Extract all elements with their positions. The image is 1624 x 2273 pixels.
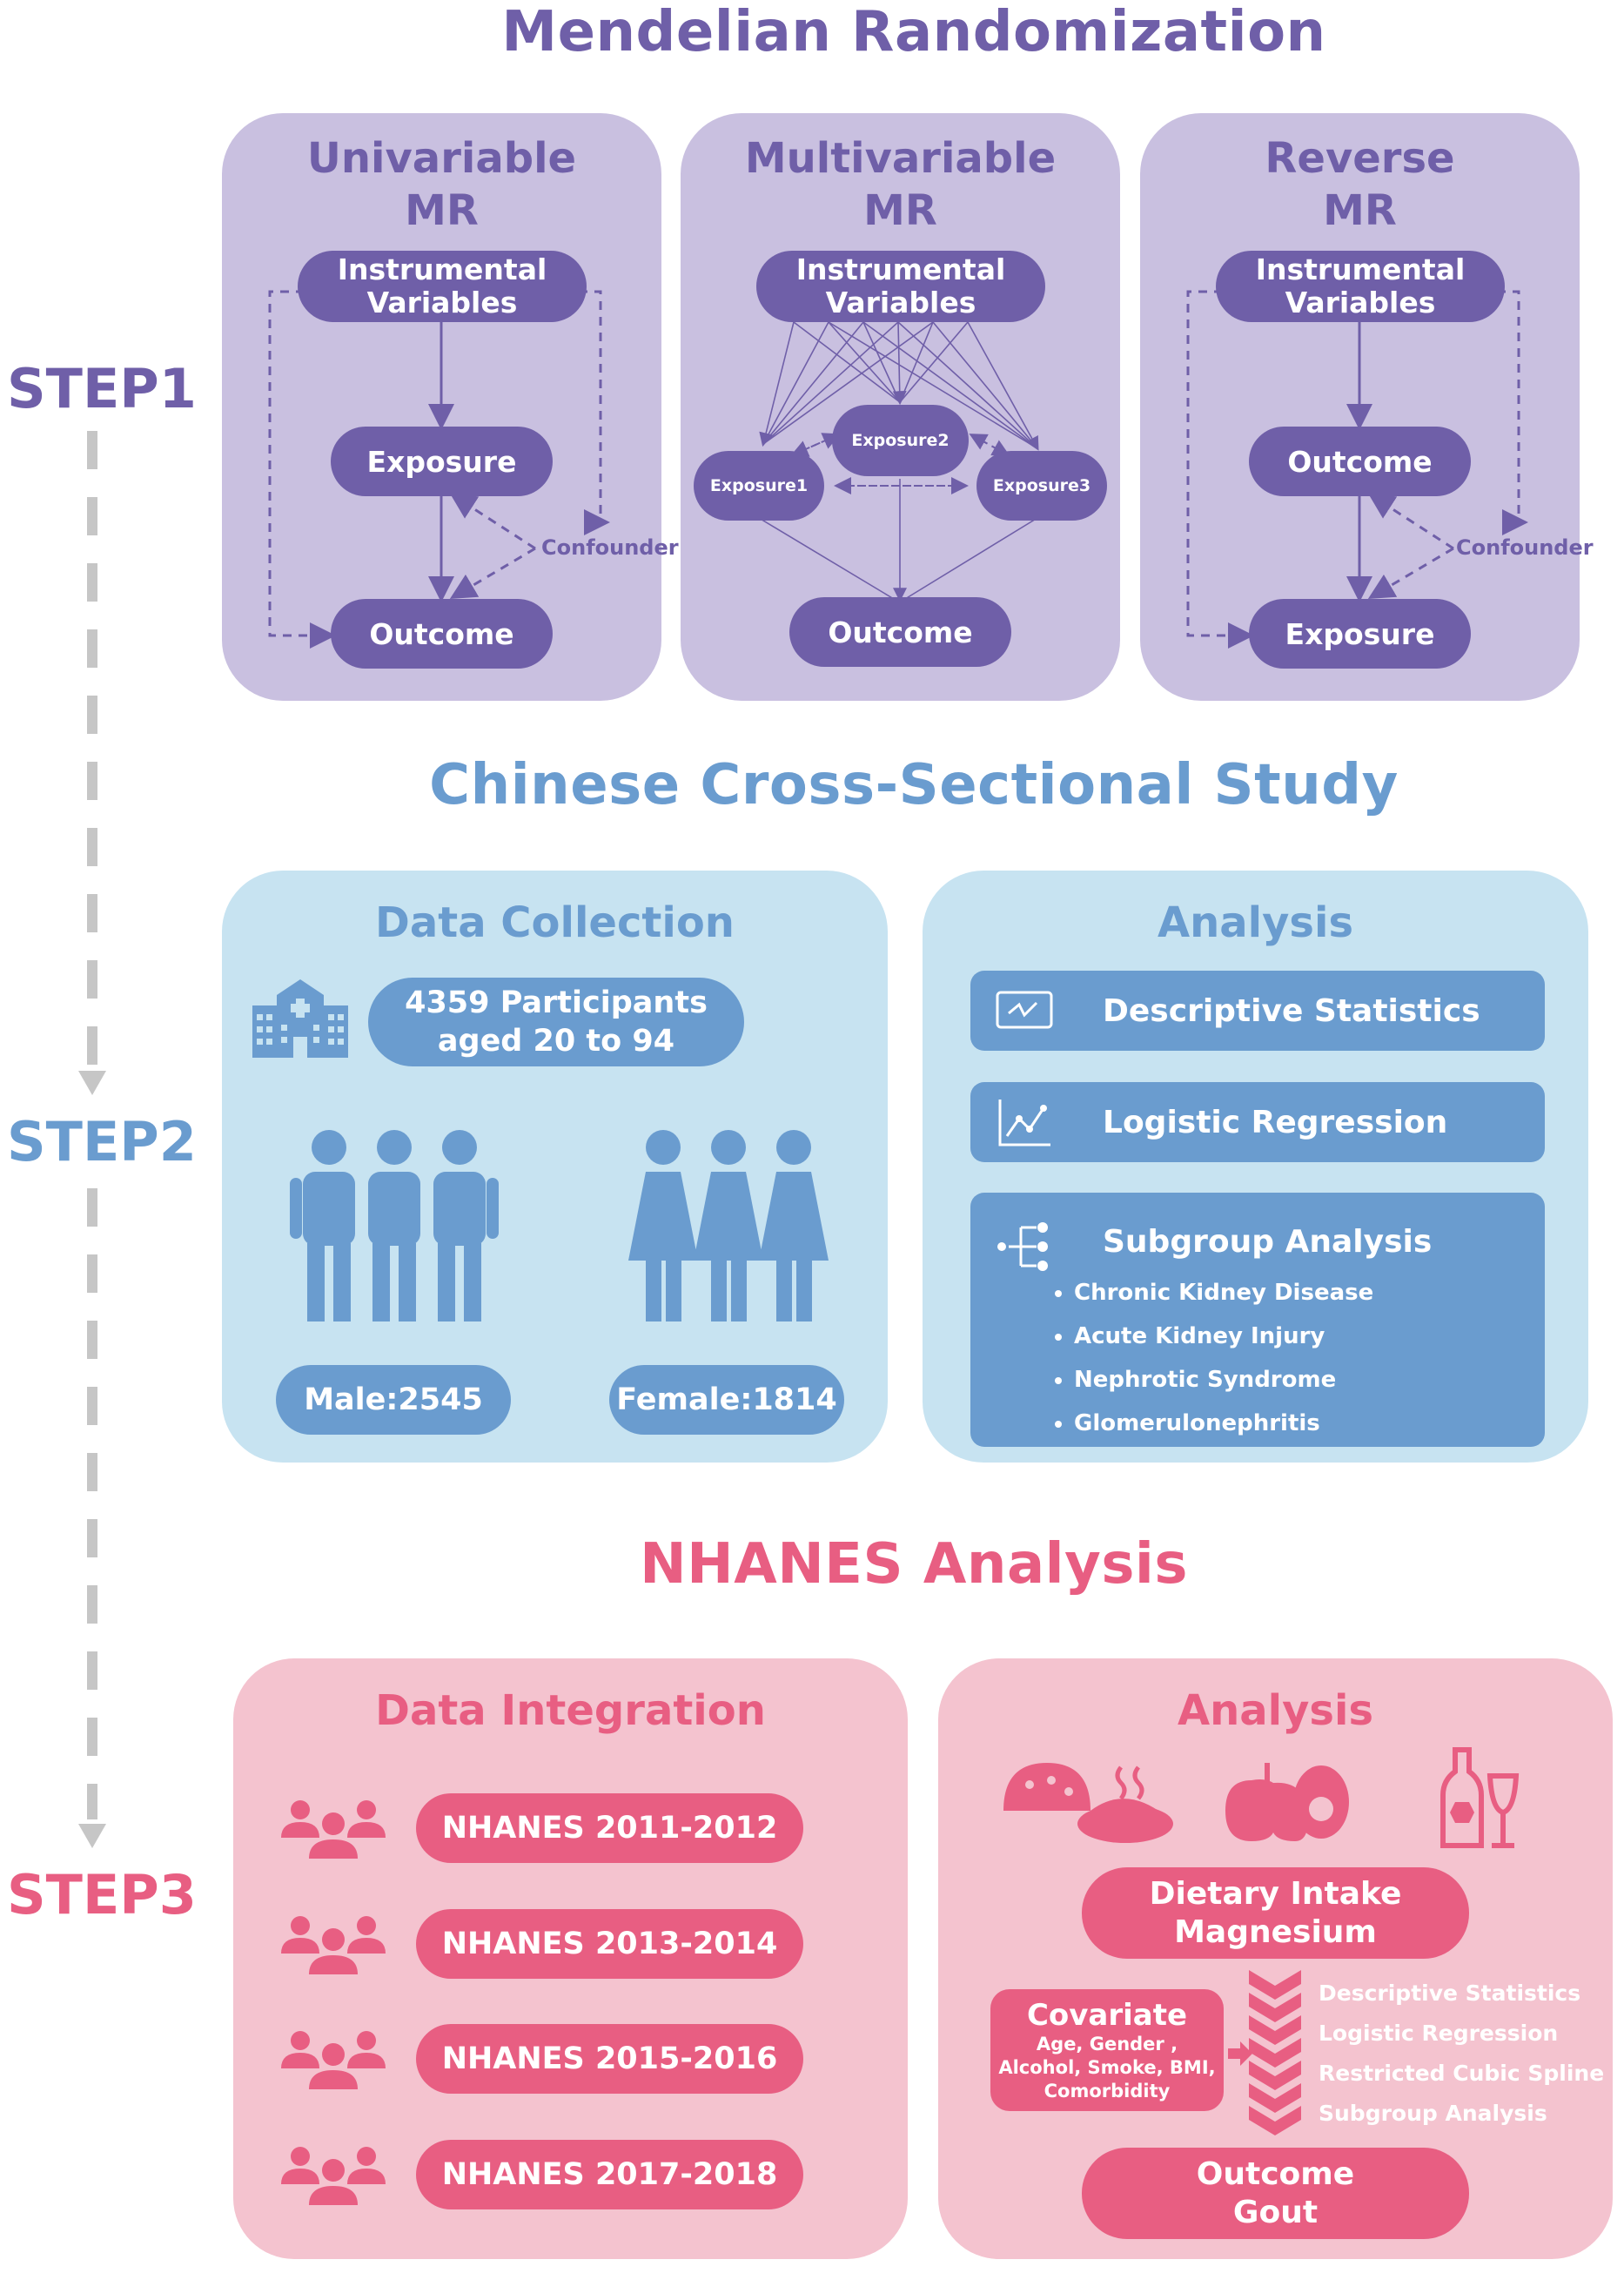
chinese-analysis-title: Analysis bbox=[1157, 898, 1354, 947]
nhanes-section-title: NHANES Analysis bbox=[640, 1532, 1188, 1597]
nhanes-analysis-title: Analysis bbox=[1177, 1686, 1374, 1735]
subgroup-item: Nephrotic Syndrome bbox=[1074, 1367, 1373, 1393]
univariable-mr-panel: Univariable MR Instrumental Variables Ex… bbox=[222, 113, 679, 701]
cycle-row: NHANES 2013-2014 bbox=[281, 1909, 873, 1979]
male-count-badge: Male:2545 bbox=[276, 1365, 511, 1435]
covariate-box: Covariate Age, Gender , Alcohol, Smoke, … bbox=[990, 1989, 1224, 2111]
univariable-confounder-label: Confounder bbox=[541, 535, 679, 560]
step1-label: STEP1 bbox=[7, 357, 197, 420]
nhanes-analysis-panel: Analysis Dietary Intake Magnesium Covari… bbox=[938, 1658, 1613, 2259]
univariable-mr-title: Univariable MR bbox=[306, 134, 577, 235]
hierarchy-icon bbox=[997, 1222, 1048, 1271]
data-integration-panel: Data Integration NHANES 2011-2012 NHANES… bbox=[233, 1658, 908, 2259]
hospital-icon bbox=[252, 979, 348, 1058]
descriptive-statistics-item: Descriptive Statistics bbox=[970, 971, 1545, 1051]
subgroup-item: Acute Kidney Injury bbox=[1074, 1323, 1373, 1349]
step3-label: STEP3 bbox=[7, 1863, 197, 1927]
reverse-outcome-node: Outcome bbox=[1249, 427, 1471, 496]
food-icon bbox=[1003, 1763, 1173, 1843]
method-item: Restricted Cubic Spline bbox=[1319, 2061, 1605, 2086]
reverse-instrumental-node: Instrumental Variables bbox=[1216, 251, 1505, 322]
univariable-instrumental-node: Instrumental Variables bbox=[298, 251, 587, 322]
covariate-list: Age, Gender , Alcohol, Smoke, BMI, Comor… bbox=[998, 2034, 1216, 2102]
multivariable-exposure3-node: Exposure3 bbox=[976, 451, 1107, 521]
descriptive-statistics-label: Descriptive Statistics bbox=[1103, 992, 1480, 1029]
covariate-title: Covariate bbox=[1026, 1998, 1188, 2033]
male-group-icon bbox=[290, 1130, 499, 1321]
mr-section-title: Mendelian Randomization bbox=[501, 0, 1326, 64]
univariable-outcome-node: Outcome bbox=[331, 599, 553, 669]
line-chart-icon bbox=[998, 1100, 1050, 1147]
data-integration-title: Data Integration bbox=[375, 1686, 766, 1735]
female-group-icon bbox=[628, 1130, 829, 1321]
female-count-badge: Female:1814 bbox=[609, 1365, 844, 1435]
cycle-badge: NHANES 2017-2018 bbox=[416, 2140, 803, 2209]
univariable-exposure-node: Exposure bbox=[331, 427, 553, 496]
reverse-confounder-label: Confounder bbox=[1456, 535, 1594, 560]
chinese-section-title: Chinese Cross-Sectional Study bbox=[429, 753, 1399, 817]
participants-badge: 4359 Participants aged 20 to 94 bbox=[368, 978, 744, 1066]
method-item: Subgroup Analysis bbox=[1319, 2101, 1547, 2126]
cycle-row: NHANES 2017-2018 bbox=[281, 2140, 873, 2209]
cycle-badge: NHANES 2013-2014 bbox=[416, 1909, 803, 1979]
method-item: Logistic Regression bbox=[1319, 2021, 1559, 2046]
logistic-regression-item: Logistic Regression bbox=[970, 1082, 1545, 1162]
step-flow-arrow bbox=[78, 431, 106, 1848]
chinese-analysis-panel: Analysis Descriptive Statistics Logistic… bbox=[923, 871, 1588, 1463]
cycle-badge: NHANES 2011-2012 bbox=[416, 1793, 803, 1863]
dietary-magnesium-node: Dietary Intake Magnesium bbox=[1082, 1867, 1469, 1959]
reverse-exposure-node: Exposure bbox=[1249, 599, 1471, 669]
covariate-arrow bbox=[1228, 2041, 1252, 2066]
people-group-icon bbox=[281, 1800, 386, 1859]
people-group-icon bbox=[281, 1916, 386, 1974]
drinks-icon bbox=[1440, 1747, 1520, 1848]
outcome-gout-node: Outcome Gout bbox=[1082, 2148, 1469, 2239]
cycle-row: NHANES 2015-2016 bbox=[281, 2024, 873, 2094]
fruit-icon bbox=[1225, 1763, 1349, 1841]
step2-label: STEP2 bbox=[7, 1110, 197, 1173]
method-item: Descriptive Statistics bbox=[1319, 1980, 1581, 2006]
data-collection-title: Data Collection bbox=[375, 898, 735, 947]
people-group-icon bbox=[281, 2031, 386, 2089]
logistic-regression-label: Logistic Regression bbox=[1103, 1104, 1448, 1140]
chevron-down-arrow bbox=[1249, 1970, 1301, 2135]
reverse-mr-panel: Reverse MR Instrumental Variables Outcom… bbox=[1140, 113, 1594, 701]
subgroup-item: Chronic Kidney Disease bbox=[1074, 1280, 1373, 1306]
monitor-icon bbox=[996, 991, 1053, 1029]
multivariable-mr-title: Multivariable MR bbox=[744, 134, 1057, 235]
data-collection-panel: Data Collection 4359 Participants aged 2… bbox=[222, 871, 888, 1463]
subgroup-analysis-item: Subgroup Analysis bbox=[970, 1193, 1545, 1447]
subgroup-item: Glomerulonephritis bbox=[1074, 1410, 1373, 1436]
nhanes-methods-list: Descriptive Statistics Logistic Regressi… bbox=[1319, 1974, 1604, 2134]
subgroup-list: Chronic Kidney Disease Acute Kidney Inju… bbox=[1053, 1280, 1373, 1454]
multivariable-outcome-node: Outcome bbox=[789, 597, 1011, 667]
multivariable-mr-arrows bbox=[758, 321, 1039, 602]
multivariable-instrumental-node: Instrumental Variables bbox=[756, 251, 1045, 322]
cycle-row: NHANES 2011-2012 bbox=[281, 1793, 873, 1863]
reverse-mr-title: Reverse MR bbox=[1265, 134, 1455, 235]
reverse-mr-arrows bbox=[1186, 290, 1528, 649]
people-group-icon bbox=[281, 2147, 386, 2205]
multivariable-exposure2-node: Exposure2 bbox=[832, 405, 969, 476]
multivariable-exposure1-node: Exposure1 bbox=[694, 451, 824, 521]
univariable-mr-arrows bbox=[268, 290, 610, 649]
subgroup-analysis-label: Subgroup Analysis bbox=[1103, 1224, 1433, 1260]
multivariable-mr-panel: Multivariable MR bbox=[681, 113, 1120, 701]
cycle-badge: NHANES 2015-2016 bbox=[416, 2024, 803, 2094]
